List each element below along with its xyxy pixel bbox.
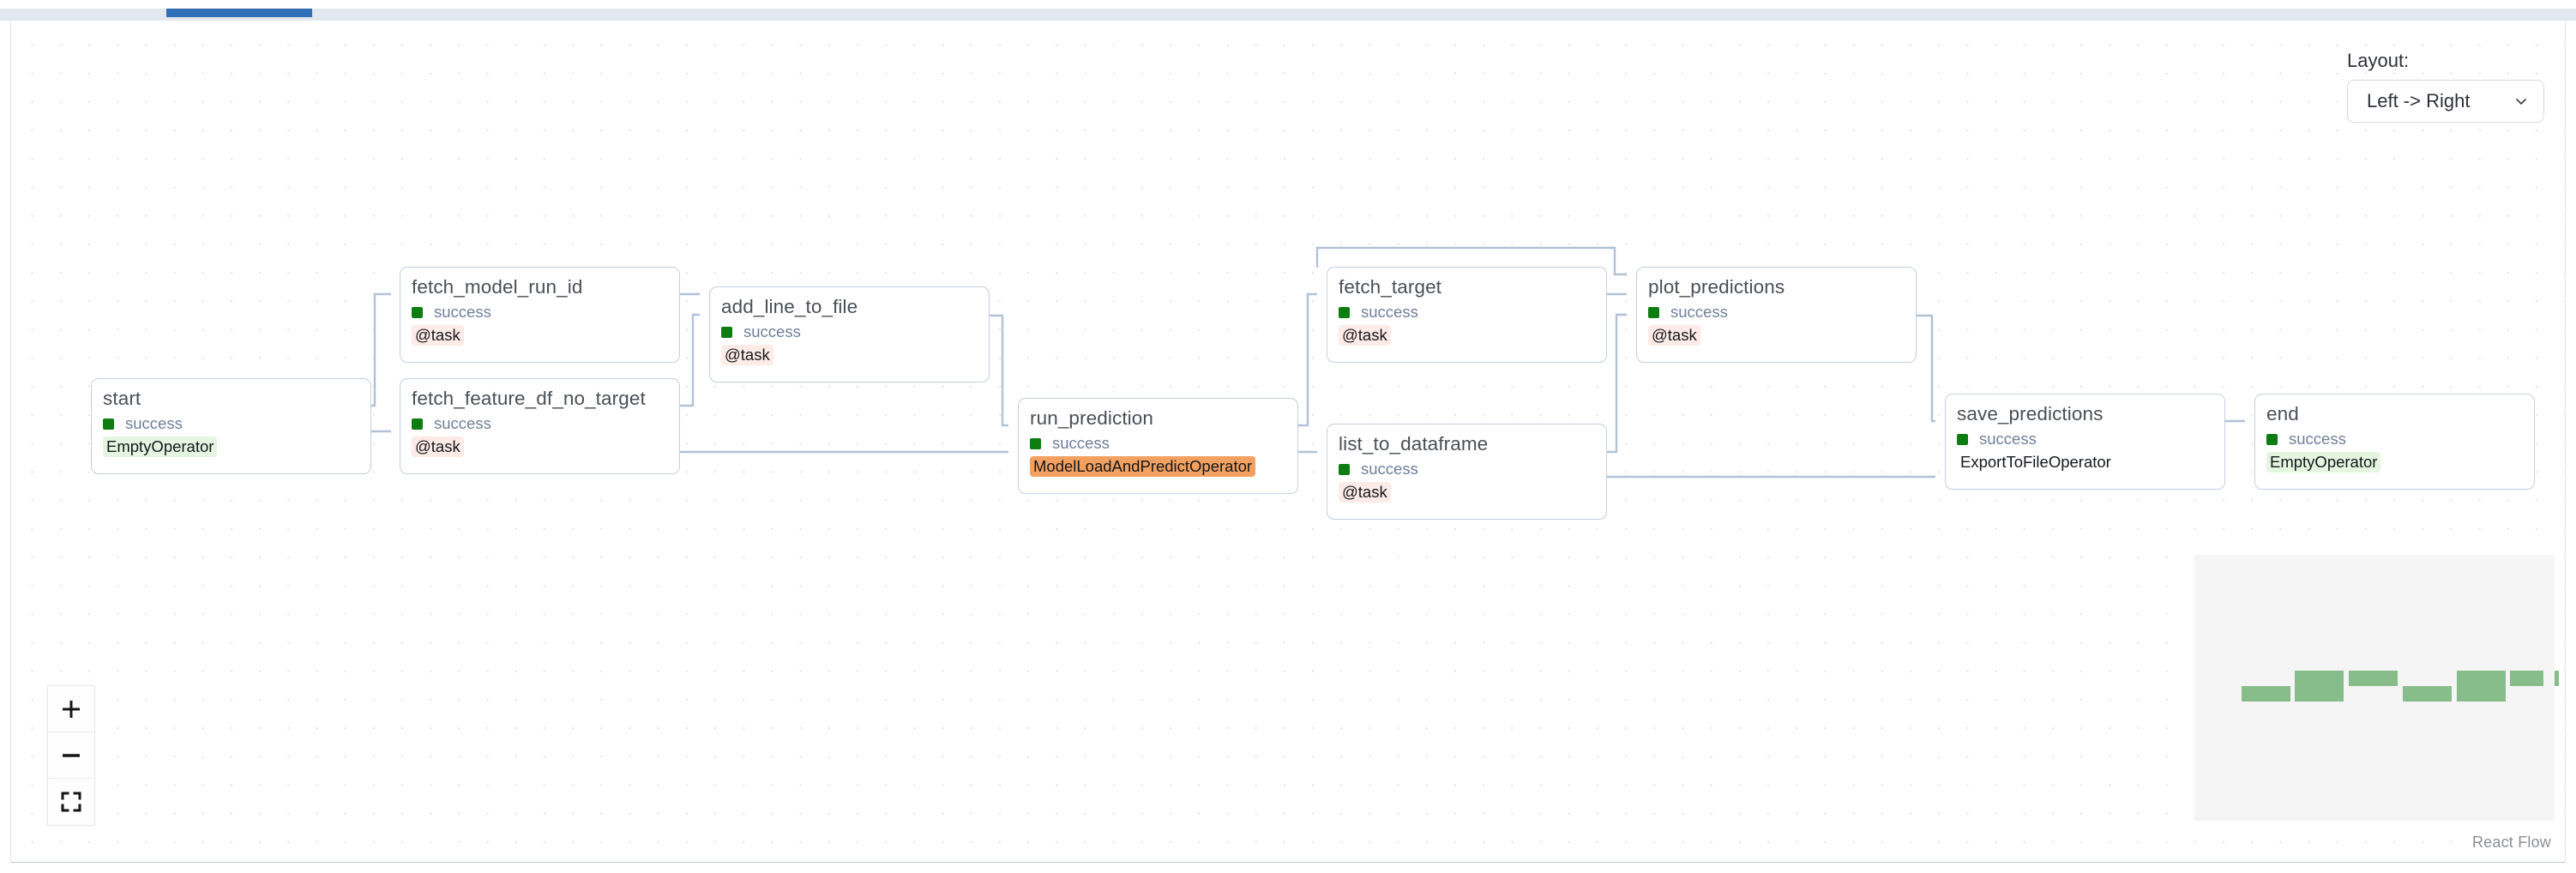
minimap-mask-top [2194,555,2555,630]
zoom-out-icon [60,744,82,767]
minimap-node [2403,686,2452,701]
node-status-row: success [721,322,978,341]
node-status-text: success [1052,434,1110,452]
status-success-icon [1648,306,1659,318]
node-operator-badge: EmptyOperator [103,436,218,457]
node-status-row: success [412,414,668,433]
node-title: add_line_to_file [721,296,858,317]
status-success-icon [1339,306,1350,318]
minimap-node [2457,686,2506,701]
node-title: fetch_target [1339,276,1442,298]
status-success-icon [1957,433,1968,445]
node-title: list_to_dataframe [1339,433,1489,455]
node-operator-badge: @task [721,345,773,365]
node-status-row: success [1957,430,2213,449]
status-success-icon [721,326,732,338]
node-title: save_predictions [1957,403,2104,424]
fit-view-icon [60,791,82,813]
layout-panel: Layout: Left -> Right [2347,50,2544,123]
zoom-in-button[interactable] [48,686,94,732]
flow-controls [47,685,95,826]
node-status-row: success [1339,460,1595,479]
node-operator-badge: EmptyOperator [2266,452,2381,473]
node-status-text: success [434,303,491,321]
zoom-out-button[interactable] [48,732,94,779]
node-status-row: success [2266,430,2523,449]
node-status-text: success [743,322,801,340]
node-status-text: success [1361,303,1418,321]
node-status-text: success [434,414,491,432]
flow-minimap[interactable] [2194,555,2559,821]
active-tab-indicator[interactable] [166,9,312,17]
layout-label: Layout: [2347,50,2410,71]
node-title: start [103,388,141,409]
node-title: fetch_model_run_id [412,276,583,298]
minimap-node [2457,671,2506,686]
node-operator-badge: @task [412,325,464,346]
node-title: plot_predictions [1648,276,1785,298]
minimap-node [2295,671,2344,686]
node-status-text: success [2289,430,2346,448]
node-title: fetch_feature_df_no_target [412,388,646,409]
status-success-icon [1030,437,1041,449]
node-operator-badge: ModelLoadAndPredictOperator [1030,456,1256,477]
node-operator-badge: @task [412,436,464,457]
node-status-text: success [125,414,183,432]
node-title: end [2266,403,2299,424]
chevron-down-icon [2514,94,2528,108]
minimap-node [2295,686,2344,701]
node-status-text: success [1979,430,2037,448]
node-status-row: success [1030,434,1286,453]
layout-select-value: Left -> Right [2367,90,2471,111]
node-status-row: success [1339,303,1595,322]
node-title: run_prediction [1030,407,1153,429]
node-operator-badge: @task [1339,482,1391,503]
react-flow-attribution[interactable]: React Flow [2471,834,2551,851]
node-status-row: success [1648,303,1905,322]
status-success-icon [2266,433,2278,445]
top-tab-strip [0,9,2576,21]
node-status-row: success [103,414,359,433]
node-status-row: success [412,303,668,322]
status-success-icon [103,418,114,430]
node-operator-badge: @task [1339,325,1391,346]
node-status-text: success [1361,460,1418,478]
minimap-mask-bottom [2194,740,2555,821]
fit-view-button[interactable] [48,779,94,825]
node-status-text: success [1670,303,1728,321]
status-success-icon [412,418,423,430]
minimap-node [2242,686,2290,701]
layout-direction-select[interactable]: Left -> Right [2347,80,2544,123]
node-operator-badge: @task [1648,325,1700,346]
node-operator-badge: ExportToFileOperator [1960,453,2111,471]
minimap-mask-left [2194,630,2206,740]
minimap-mask-right [2543,630,2555,740]
zoom-in-icon [60,698,82,720]
minimap-node [2349,671,2398,686]
status-success-icon [1339,463,1350,475]
status-success-icon [412,306,423,318]
